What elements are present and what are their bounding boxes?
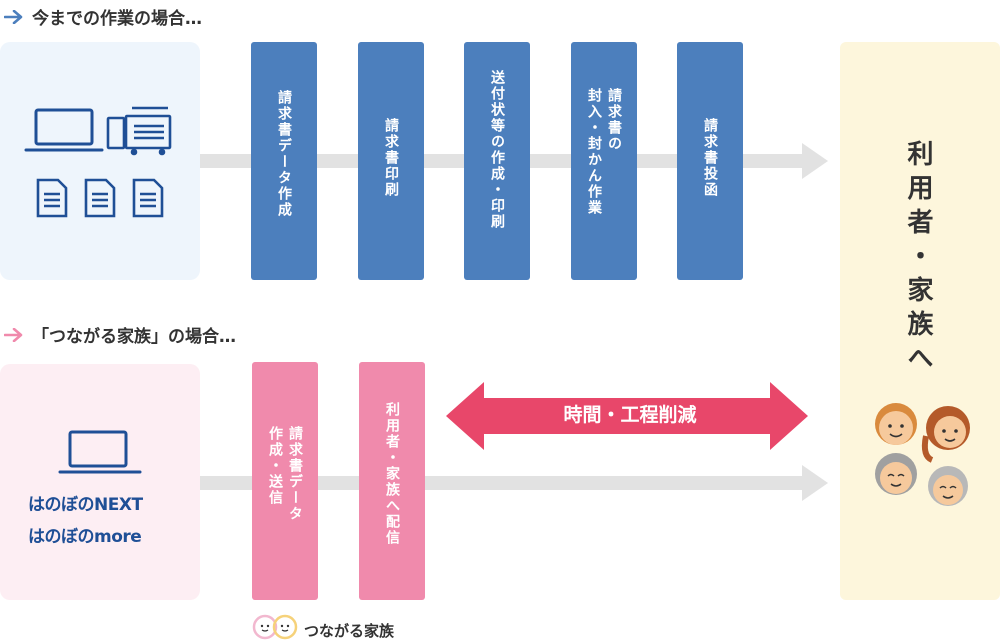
current-step-3: 送付状等の作成・印刷 bbox=[464, 42, 530, 280]
footer-logo-label: つながる家族 bbox=[304, 622, 395, 640]
new-flow-arrowhead bbox=[802, 465, 828, 501]
office-equipment-illustration bbox=[24, 106, 172, 218]
new-source-panel bbox=[0, 364, 200, 600]
current-flow-heading-text: 今までの作業の場合… bbox=[32, 9, 202, 29]
reduction-double-arrow bbox=[446, 382, 808, 450]
new-flow-heading: 「つながる家族」の場合… bbox=[4, 322, 236, 347]
new-step-2-label: 利用者・家族へ配信 bbox=[384, 402, 400, 546]
new-step-2: 利用者・家族へ配信 bbox=[359, 362, 425, 600]
current-step-5: 請求書投函 bbox=[677, 42, 743, 280]
brand-more: はのぼのmore bbox=[28, 527, 142, 547]
arrow-right-icon bbox=[4, 9, 23, 24]
current-flow-arrowhead bbox=[802, 143, 828, 179]
current-step-3-label: 送付状等の作成・印刷 bbox=[489, 70, 505, 230]
document-icon bbox=[36, 178, 164, 218]
brand-next: はのぼのNEXT bbox=[28, 495, 143, 515]
current-step-1: 請求書データ作成 bbox=[251, 42, 317, 280]
current-step-5-label: 請求書投函 bbox=[702, 118, 718, 198]
tsunagaru-kazoku-logo-icon bbox=[252, 614, 298, 640]
current-source-panel bbox=[0, 42, 200, 280]
current-step-2-label: 請求書印刷 bbox=[383, 118, 399, 198]
mother-face-icon bbox=[921, 406, 970, 463]
arrow-right-icon bbox=[4, 327, 23, 342]
father-face-icon bbox=[875, 403, 917, 445]
current-step-4-label: 請求書の 封入・封かん作業 bbox=[586, 88, 622, 216]
new-flow-track bbox=[200, 476, 802, 490]
current-step-1-label: 請求書データ作成 bbox=[276, 90, 292, 218]
current-step-2: 請求書印刷 bbox=[358, 42, 424, 280]
reduction-label: 時間・工程削減 bbox=[563, 404, 697, 426]
new-step-1-label: 請求書データ 作成・送信 bbox=[267, 426, 303, 522]
destination-panel bbox=[840, 42, 1000, 600]
new-flow-heading-text: 「つながる家族」の場合… bbox=[32, 327, 236, 347]
current-flow-heading: 今までの作業の場合… bbox=[4, 4, 202, 29]
grandfather-face-icon bbox=[928, 466, 968, 506]
laptop-icon bbox=[24, 108, 104, 152]
current-step-4: 請求書の 封入・封かん作業 bbox=[571, 42, 637, 280]
family-faces-icon bbox=[875, 403, 970, 506]
grandmother-face-icon bbox=[875, 453, 917, 495]
laptop-icon bbox=[58, 430, 142, 474]
printer-icon bbox=[106, 106, 172, 156]
new-step-1: 請求書データ 作成・送信 bbox=[252, 362, 318, 600]
destination-label: 利用者・家族へ bbox=[903, 140, 933, 378]
